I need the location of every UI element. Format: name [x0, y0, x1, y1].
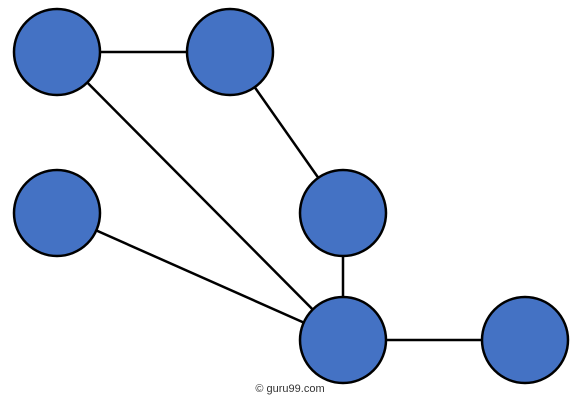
graph-edges [56, 50, 525, 342]
graph-edge-n3-n5 [56, 211, 344, 342]
graph-nodes [12, 7, 570, 385]
graph-node-n2 [185, 7, 275, 97]
graph-edge-n1-n5 [56, 51, 344, 341]
graph-node-n1 [12, 7, 102, 97]
graph-node-n4 [298, 168, 388, 258]
graph-node-n3 [12, 168, 102, 258]
graph-node-n6 [480, 295, 570, 385]
copyright-credit: © guru99.com [255, 383, 325, 395]
graph-node-n5 [298, 295, 388, 385]
